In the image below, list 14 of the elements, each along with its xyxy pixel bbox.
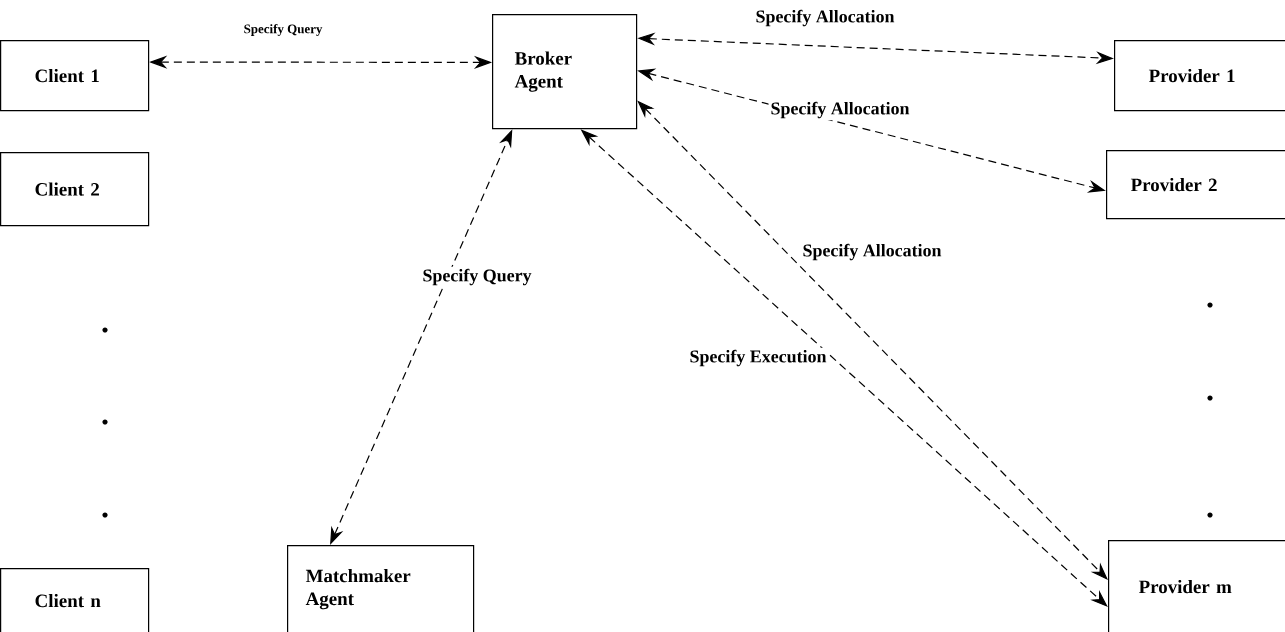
edge-label: Specify Allocation (753, 7, 897, 29)
agent-box: Provider 2 (1106, 150, 1285, 220)
edge-label: Specify Execution (687, 347, 829, 369)
agent-box: Broker Agent (492, 14, 638, 130)
agent-box: Matchmaker Agent (287, 545, 475, 632)
agent-box: Client 1 (0, 40, 150, 112)
agent-box: Provider m (1108, 540, 1285, 632)
agent-box: Client n (0, 568, 150, 632)
edge-label: Specify Query (241, 22, 325, 38)
edge-label: Specify Query (420, 266, 534, 288)
agent-box: Provider 1 (1114, 40, 1285, 112)
agent-box: Client 2 (0, 152, 150, 227)
edge-label: Specify Allocation (768, 99, 912, 121)
edge-label: Specify Allocation (800, 241, 944, 263)
